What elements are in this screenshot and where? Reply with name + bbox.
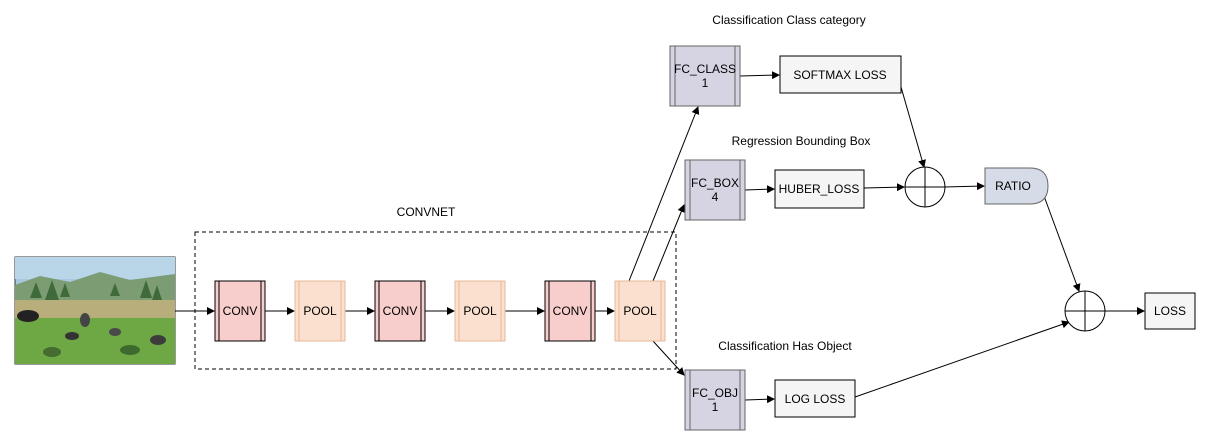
pool-layer-2: POOL <box>454 280 506 342</box>
total-loss-box: LOSS <box>1144 292 1196 330</box>
softmax-loss-label: SOFTMAX LOSS <box>793 68 886 82</box>
softmax-loss-box: SOFTMAX LOSS <box>779 55 902 94</box>
regression-bbox-title: Regression Bounding Box <box>732 134 871 148</box>
pool-layer-3-label: POOL <box>623 304 657 318</box>
has-object-title: Classification Has Object <box>718 339 852 353</box>
fc-box-layer: FC_BOX 4 <box>684 159 746 221</box>
fc-class-label: FC_CLASS <box>674 62 736 76</box>
fc-box-label: FC_BOX <box>691 176 739 190</box>
conv-layer-3: CONV <box>544 280 596 342</box>
ratio-box: RATIO <box>984 167 1049 205</box>
conv-layer-2: CONV <box>374 280 426 342</box>
conv-layer-2-label: CONV <box>383 304 418 318</box>
log-loss-box: LOG LOSS <box>774 379 856 418</box>
fc-class-size: 1 <box>702 76 709 90</box>
convnet-title: CONVNET <box>397 205 456 219</box>
pool-layer-2-label: POOL <box>463 304 497 318</box>
pool-layer-1: POOL <box>294 280 346 342</box>
fc-obj-size: 1 <box>712 400 719 414</box>
class-category-title: Classification Class category <box>712 13 865 27</box>
total-loss-label: LOSS <box>1154 304 1186 318</box>
sum-node-1 <box>904 166 946 208</box>
fc-box-size: 4 <box>712 190 719 204</box>
input-image <box>14 256 176 365</box>
edges <box>175 71 1145 404</box>
conv-layer-3-label: CONV <box>553 304 588 318</box>
huber-loss-box: HUBER_LOSS <box>774 169 865 209</box>
ratio-label: RATIO <box>995 179 1031 193</box>
conv-layer-1: CONV <box>214 280 266 342</box>
sum-node-2 <box>1064 290 1106 332</box>
fc-class-layer: FC_CLASS 1 <box>669 45 741 107</box>
fc-obj-layer: FC_OBJ 1 <box>684 369 746 431</box>
convnet-container <box>194 231 677 370</box>
conv-layer-1-label: CONV <box>223 304 258 318</box>
huber-loss-label: HUBER_LOSS <box>779 182 860 196</box>
log-loss-label: LOG LOSS <box>785 392 846 406</box>
pool-layer-3: POOL <box>614 280 666 342</box>
pool-layer-1-label: POOL <box>303 304 337 318</box>
fc-obj-label: FC_OBJ <box>692 386 738 400</box>
